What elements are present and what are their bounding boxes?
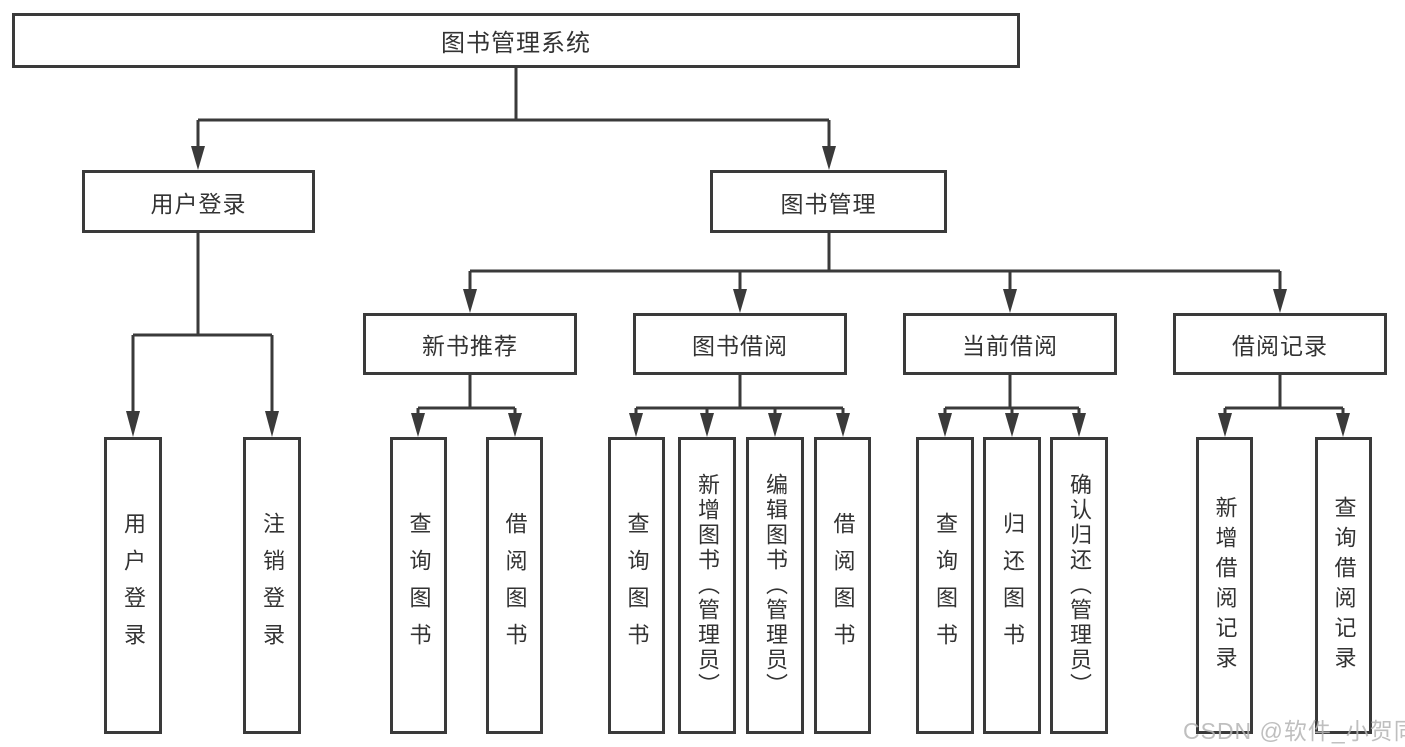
node-book-borrow-label: 图书借阅 bbox=[692, 333, 788, 359]
node-book-borrow: 图书借阅 bbox=[633, 313, 847, 375]
arrowhead bbox=[822, 146, 836, 170]
node-book-management: 图书管理 bbox=[710, 170, 947, 233]
leaf-query-books-1: 查询图书 bbox=[390, 437, 447, 734]
leaf-query-books-3: 查询图书 bbox=[916, 437, 974, 734]
leaf-query-borrow-record-label: 查询借阅记录 bbox=[1331, 495, 1357, 676]
node-new-book-recommend-label: 新书推荐 bbox=[422, 333, 518, 359]
arrowhead bbox=[191, 146, 205, 170]
arrowhead bbox=[1003, 289, 1017, 313]
node-user-login-label: 用户登录 bbox=[150, 190, 247, 217]
node-root-label: 图书管理系统 bbox=[441, 30, 591, 57]
connector-bookmgmt-to-level3 bbox=[463, 233, 1287, 313]
connector-newbooks-to-leaves bbox=[411, 375, 522, 437]
leaf-confirm-return-admin-label: 确认归还（管理员） bbox=[1067, 473, 1092, 698]
leaf-borrow-books-1: 借阅图书 bbox=[486, 437, 543, 734]
arrowhead bbox=[700, 413, 714, 437]
leaf-query-borrow-record: 查询借阅记录 bbox=[1315, 437, 1372, 734]
connector-records-to-leaves bbox=[1218, 375, 1350, 437]
leaf-return-books: 归还图书 bbox=[983, 437, 1041, 734]
arrowhead bbox=[733, 289, 747, 313]
node-root: 图书管理系统 bbox=[12, 13, 1020, 68]
arrowhead bbox=[768, 413, 782, 437]
node-current-borrow: 当前借阅 bbox=[903, 313, 1117, 375]
leaf-logout: 注销登录 bbox=[243, 437, 301, 734]
leaf-borrow-books-2: 借阅图书 bbox=[814, 437, 871, 734]
leaf-user-login-label: 用户登录 bbox=[121, 511, 146, 660]
arrowhead bbox=[508, 413, 522, 437]
arrowhead bbox=[1218, 413, 1232, 437]
leaf-return-books-label: 归还图书 bbox=[1000, 511, 1025, 660]
arrowhead bbox=[629, 413, 643, 437]
arrowhead bbox=[126, 411, 140, 437]
leaf-logout-label: 注销登录 bbox=[260, 511, 285, 660]
leaf-query-books-1-label: 查询图书 bbox=[406, 511, 432, 660]
connector-root-to-level2 bbox=[191, 68, 836, 170]
leaf-edit-books-admin: 编辑图书（管理员） bbox=[746, 437, 804, 734]
leaf-borrow-books-2-label: 借阅图书 bbox=[830, 511, 856, 660]
leaf-query-books-2-label: 查询图书 bbox=[624, 511, 650, 660]
arrowhead bbox=[265, 411, 279, 437]
node-new-book-recommend: 新书推荐 bbox=[363, 313, 577, 375]
node-user-login: 用户登录 bbox=[82, 170, 315, 233]
arrowhead bbox=[1005, 413, 1019, 437]
connector-userlogin-to-leaves bbox=[126, 233, 279, 437]
leaf-query-books-3-label: 查询图书 bbox=[933, 511, 958, 660]
connector-currentborrow-to-leaves bbox=[938, 375, 1086, 437]
arrowhead bbox=[463, 289, 477, 313]
leaf-add-books-admin: 新增图书（管理员） bbox=[678, 437, 736, 734]
leaf-confirm-return-admin: 确认归还（管理员） bbox=[1050, 437, 1108, 734]
node-borrow-records-label: 借阅记录 bbox=[1232, 333, 1328, 359]
arrowhead bbox=[1072, 413, 1086, 437]
connector-bookborrow-to-leaves bbox=[629, 375, 850, 437]
leaf-add-books-admin-label: 新增图书（管理员） bbox=[695, 473, 720, 698]
leaf-add-borrow-record: 新增借阅记录 bbox=[1196, 437, 1253, 734]
arrowhead bbox=[938, 413, 952, 437]
leaf-borrow-books-1-label: 借阅图书 bbox=[502, 511, 528, 660]
leaf-edit-books-admin-label: 编辑图书（管理员） bbox=[763, 473, 788, 698]
leaf-user-login: 用户登录 bbox=[104, 437, 162, 734]
leaf-query-books-2: 查询图书 bbox=[608, 437, 665, 734]
arrowhead bbox=[1336, 413, 1350, 437]
node-current-borrow-label: 当前借阅 bbox=[962, 333, 1058, 359]
arrowhead bbox=[836, 413, 850, 437]
arrowhead bbox=[411, 413, 425, 437]
node-book-management-label: 图书管理 bbox=[780, 190, 877, 217]
leaf-add-borrow-record-label: 新增借阅记录 bbox=[1212, 495, 1238, 676]
node-borrow-records: 借阅记录 bbox=[1173, 313, 1387, 375]
arrowhead bbox=[1273, 289, 1287, 313]
